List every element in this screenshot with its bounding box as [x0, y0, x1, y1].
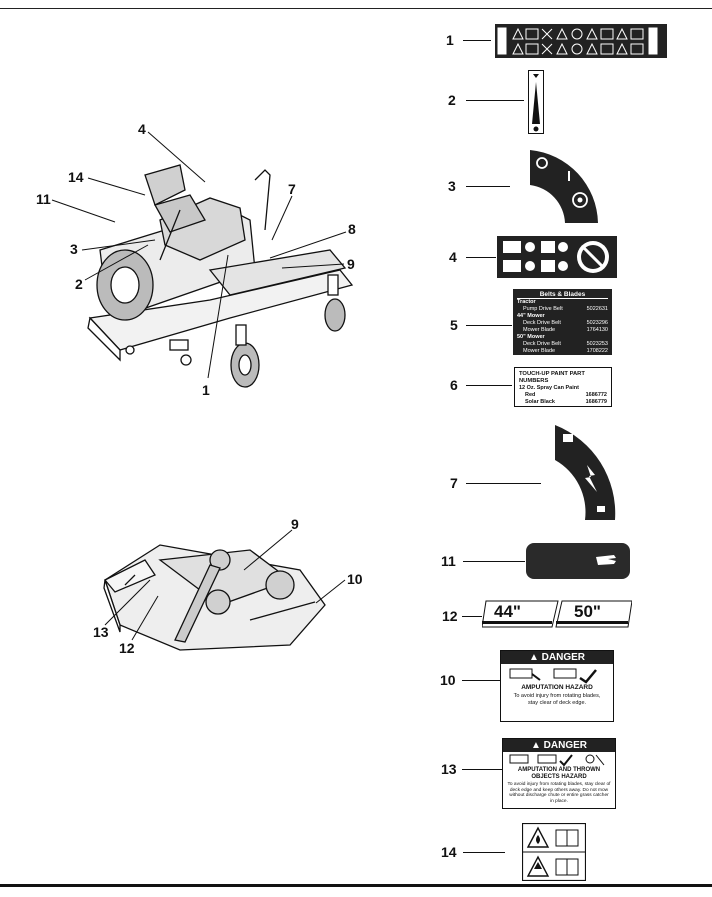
decal-number-14: 14	[441, 844, 457, 860]
decal-10-danger: ▲ DANGER AMPUTATION HAZARD To avoid inju…	[500, 650, 614, 722]
decal-1-safety-pictograms	[495, 24, 667, 58]
decal-14-leader	[463, 852, 505, 853]
decal-4-leader	[466, 257, 496, 258]
decal-number-12: 12	[442, 608, 458, 624]
mower-leader-lines	[51, 131, 347, 379]
decal-12-leader	[462, 616, 482, 617]
warning-triangle-icon: ▲	[530, 740, 544, 751]
callout-deck-12: 12	[119, 640, 135, 656]
decal-3-ignition-key	[530, 150, 598, 223]
decal-number-1: 1	[446, 32, 454, 48]
decal-13-hazard: AMPUTATION AND THROWN OBJECTS HAZARD	[517, 767, 601, 780]
decal-6-leader	[466, 385, 512, 386]
decal-number-7: 7	[450, 475, 458, 491]
decal-11-hand	[526, 543, 630, 579]
decal-number-13: 13	[441, 761, 457, 777]
callout-deck-9: 9	[291, 516, 299, 532]
callout-9: 9	[347, 256, 355, 272]
decal-13-leader	[462, 769, 504, 770]
decal-12-background	[482, 600, 632, 628]
decal-4-operation-pictograms	[497, 236, 617, 278]
decal-number-10: 10	[440, 672, 456, 688]
callout-7: 7	[288, 181, 296, 197]
decal-number-2: 2	[448, 92, 456, 108]
decal-13-header: ▲ DANGER	[503, 739, 615, 752]
decal-10-text: To avoid injury from rotating blades, st…	[513, 693, 601, 706]
decal-14-fire-manual-pictograms	[522, 823, 586, 881]
decal-2-throttle-strip	[528, 70, 544, 134]
decal-5-leader	[466, 325, 512, 326]
decal-3-leader	[466, 186, 510, 187]
warning-triangle-icon: ▲	[528, 652, 542, 663]
decal-5-row: 50" Mower	[517, 334, 545, 340]
decal-number-4: 4	[449, 249, 457, 265]
decal-12-44-label: 44"	[494, 602, 521, 621]
callout-8: 8	[348, 221, 356, 237]
decal-10-header: ▲ DANGER	[501, 651, 613, 664]
decal-7-deck-lift	[555, 425, 616, 520]
decal-7-leader	[466, 483, 541, 484]
decal-number-5: 5	[450, 317, 458, 333]
callout-deck-10: 10	[347, 571, 363, 587]
decal-5-title: Belts & Blades	[517, 291, 608, 299]
callout-11: 11	[36, 191, 51, 207]
decal-5-row: 44" Mower	[517, 313, 545, 319]
decal-number-3: 3	[448, 178, 456, 194]
mower-deck-illustration	[103, 544, 326, 651]
callout-14: 14	[68, 169, 84, 185]
decal-12-50-label: 50"	[574, 602, 601, 621]
decal-6-title: TOUCH-UP PAINT PART NUMBERS	[519, 371, 585, 384]
decal-13-text: To avoid injury from rotating blades, st…	[507, 782, 611, 804]
decal-13-danger: ▲ DANGER AMPUTATION AND THROWN OBJECTS H…	[502, 738, 616, 809]
callout-1: 1	[202, 382, 210, 398]
decal-1-leader	[463, 40, 491, 41]
decal-5-row: Tractor	[517, 299, 536, 305]
decal-10-leader	[462, 680, 502, 681]
decal-number-11: 11	[441, 553, 456, 569]
decal-6-subtitle: 12 Oz. Spray Can Paint	[519, 385, 579, 391]
top-rule	[0, 8, 712, 9]
decal-2-leader	[466, 100, 524, 101]
decal-12-deck-size: 44" 50"	[482, 599, 632, 629]
callout-3: 3	[70, 241, 78, 257]
callout-2: 2	[75, 276, 83, 292]
callout-4: 4	[138, 121, 146, 137]
decal-13-pictograms	[509, 754, 605, 767]
deck-leader-lines	[104, 529, 346, 641]
zero-turn-mower-illustration	[87, 164, 354, 388]
bottom-rule	[0, 884, 712, 887]
decal-10-hazard: AMPUTATION HAZARD	[521, 684, 593, 691]
decal-6-touch-up-paint: TOUCH-UP PAINT PART NUMBERS 12 Oz. Spray…	[514, 367, 612, 407]
decal-11-leader	[463, 561, 525, 562]
decal-10-pictograms	[509, 668, 597, 684]
callout-deck-13: 13	[93, 624, 109, 640]
decal-number-6: 6	[450, 377, 458, 393]
